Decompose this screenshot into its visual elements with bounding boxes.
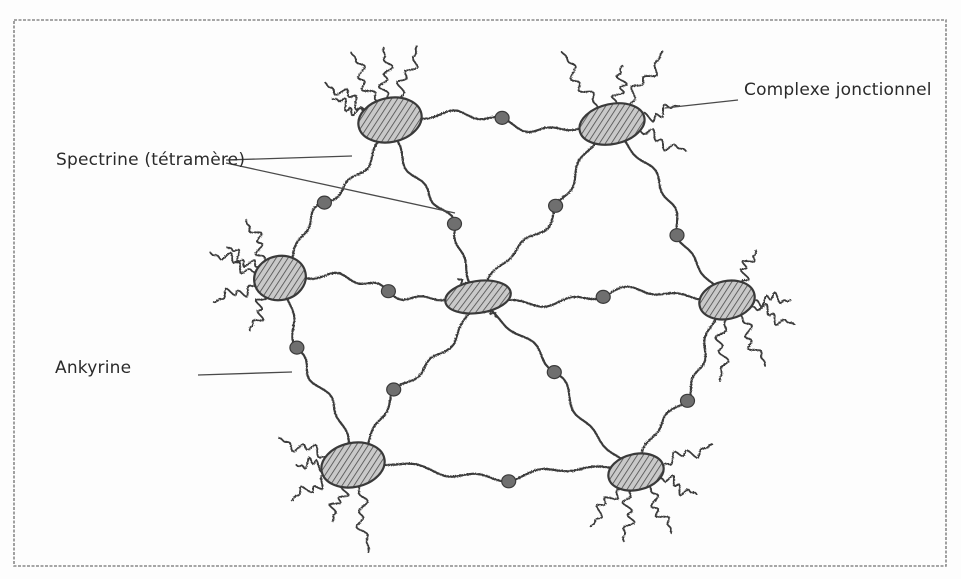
complexe-pointer [664, 99, 739, 109]
spectrine-label-line2: (tétramère) [144, 150, 246, 170]
actin-filament [748, 291, 792, 308]
actin-filament [737, 311, 766, 367]
ankyrin-dot [289, 340, 305, 355]
ankyrin-dot [547, 198, 564, 213]
label-pointers [197, 99, 739, 376]
ankyrin-dot [546, 365, 562, 380]
spectrin-strand [388, 118, 480, 299]
junctional-complex [578, 102, 646, 146]
spectrin-strand [610, 122, 729, 302]
spectrin-strand [351, 462, 638, 483]
spectrin-strand [278, 118, 392, 280]
ankyrin-dot [380, 284, 396, 299]
actin-filament [589, 481, 623, 528]
actin-filament [746, 303, 796, 327]
actin-filament [226, 246, 262, 272]
actin-filament [212, 281, 261, 304]
junctional-complex [444, 279, 512, 315]
actin-filament [377, 46, 394, 107]
spectrin-strand [476, 295, 638, 474]
ankyrin-dot [386, 382, 402, 397]
ankyrin-dot [679, 393, 696, 408]
spectrin-strands [278, 109, 729, 483]
actin-filament [355, 477, 370, 553]
diagram-frame [13, 19, 947, 567]
ankyrin-dot [595, 289, 611, 304]
spectrine-pointer [225, 155, 353, 161]
complexe-label-line2: jonctionnel [835, 80, 932, 100]
spectrin-strand [476, 122, 614, 299]
actin-filament [621, 484, 636, 543]
actin-filament [350, 51, 380, 109]
junctional-complex [698, 279, 756, 321]
junctional-complex [253, 254, 307, 302]
spectrin-strand [634, 298, 729, 474]
actin-filament [655, 443, 713, 469]
actin-filaments [209, 45, 796, 553]
actin-filament [560, 51, 601, 114]
junctional-complex [607, 452, 665, 492]
actin-filament [655, 474, 698, 497]
actin-filament [209, 251, 261, 275]
junctional-complexes [253, 96, 756, 492]
ankyrin-dot [501, 474, 517, 489]
ankyrine-label: Ankyrine [55, 358, 131, 379]
spectrine-pointer [225, 162, 456, 214]
spectrin-strand [351, 295, 480, 467]
complexe-label: Complexe jonctionnel [744, 80, 932, 101]
actin-filament [631, 127, 687, 152]
ankyrin-dot [446, 216, 463, 231]
ankyrine-label-text: Ankyrine [55, 358, 132, 378]
spectrine-label-line1: Spectrine [56, 150, 139, 170]
ankyrin-dot [669, 228, 685, 243]
junctional-complex [320, 441, 386, 489]
actin-filament [245, 218, 270, 267]
ankyrin-dot [316, 195, 332, 210]
complexe-label-line1: Complexe [744, 80, 831, 100]
spectrine-label: Spectrine (tétramère) [56, 150, 245, 171]
ankyrin-dots [289, 110, 696, 489]
junctional-complex [357, 96, 423, 144]
actin-filament [278, 437, 334, 462]
ankyrin-dot [494, 110, 510, 126]
actin-filament [714, 313, 730, 383]
spectrin-strand [278, 276, 355, 467]
ankyrine-pointer [197, 371, 293, 376]
actin-filament [646, 483, 673, 534]
actin-filament [623, 50, 664, 114]
